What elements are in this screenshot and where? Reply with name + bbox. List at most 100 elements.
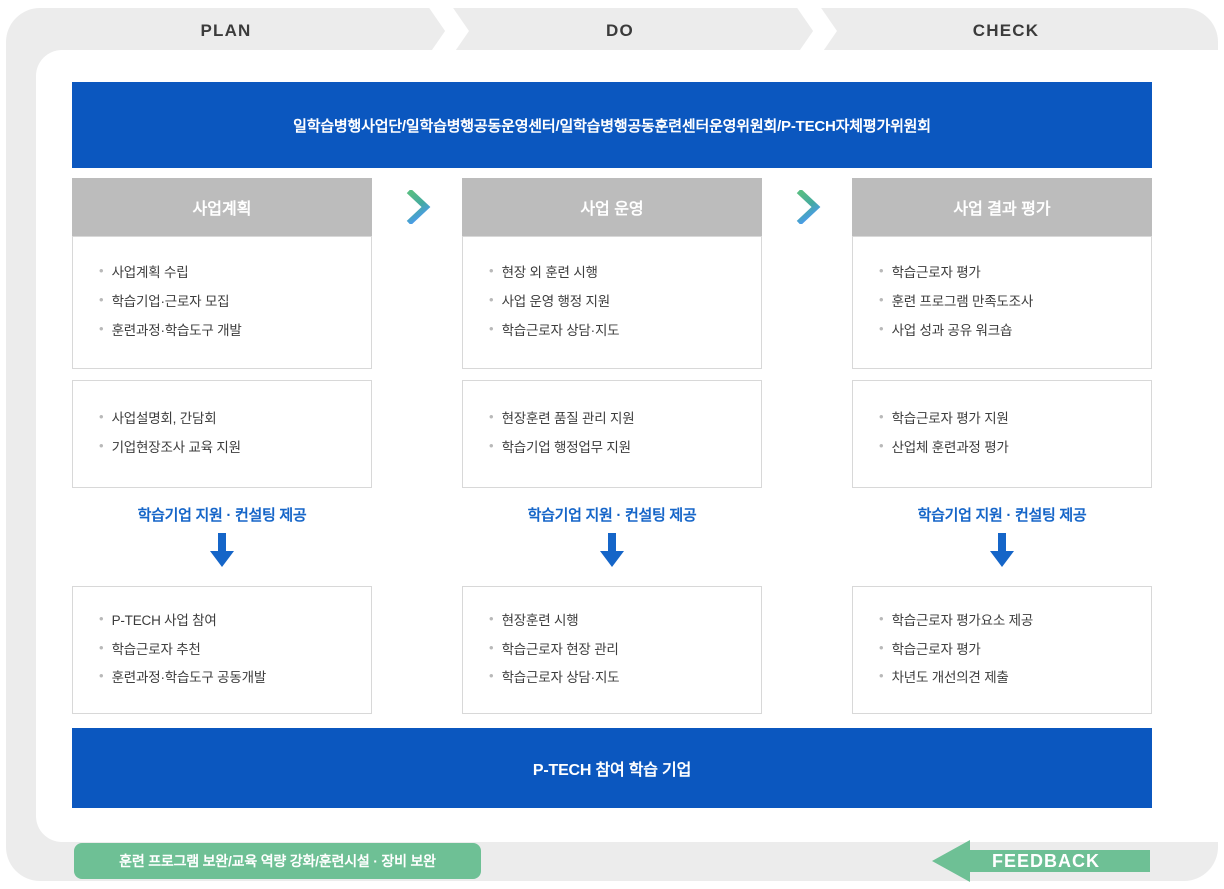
- phase-label-check: CHECK: [972, 21, 1040, 40]
- column-header-check-text: 사업 결과 평가: [953, 201, 1051, 218]
- list-item: • 학습근로자 상담·지도: [489, 668, 761, 689]
- list-item: • P-TECH 사업 참여: [99, 611, 371, 632]
- bullet-icon: •: [489, 610, 494, 626]
- list-item: • 학습근로자 추천: [99, 640, 371, 661]
- phase-label-do: DO: [606, 21, 634, 40]
- list-item: • 학습근로자 평가: [879, 263, 1151, 284]
- list-item: • 훈련과정·학습도구 개발: [99, 321, 371, 342]
- box-check-row2: • 학습근로자 평가 지원 • 산업체 훈련과정 평가: [852, 380, 1152, 488]
- list-item: • 사업계획 수립: [99, 263, 371, 284]
- list-item: • 사업설명회, 간담회: [99, 409, 371, 430]
- bullet-icon: •: [99, 263, 104, 279]
- bullet-icon: •: [879, 438, 884, 453]
- arrow-down-do-icon: [599, 533, 625, 567]
- bullet-icon: •: [489, 438, 494, 453]
- bullet-icon: •: [99, 320, 104, 336]
- participating-company-bar-text: P-TECH 참여 학습 기업: [532, 762, 692, 779]
- box-plan-row2: • 사업설명회, 간담회 • 기업현장조사 교육 지원: [72, 380, 372, 488]
- box-plan-row3: • P-TECH 사업 참여 • 학습근로자 추천 • 훈련과정·학습도구 공동…: [72, 586, 372, 714]
- arrow-down-check-icon: [989, 533, 1015, 567]
- bullet-label: 학습근로자 상담·지도: [501, 670, 620, 686]
- bullet-icon: •: [99, 409, 104, 425]
- list-item: • 학습기업·근로자 모집: [99, 292, 371, 313]
- box-check-row3: • 학습근로자 평가요소 제공 • 학습근로자 평가 • 차년도 개선의견 제출: [852, 586, 1152, 714]
- list-item: • 사업 운영 행정 지원: [489, 292, 761, 313]
- list-item: • 현장 외 훈련 시행: [489, 263, 761, 284]
- bullet-icon: •: [879, 639, 884, 655]
- list-item: • 훈련과정·학습도구 공동개발: [99, 668, 371, 689]
- bullet-label: 기업현장조사 교육 지원: [111, 440, 242, 455]
- bullet-icon: •: [489, 320, 494, 336]
- bullet-label: 학습근로자 현장 관리: [501, 641, 619, 657]
- bullet-label: 사업 성과 공유 워크숍: [891, 322, 1013, 338]
- organization-bar-text: 일학습병행사업단/일학습병행공동운영센터/일학습병행공동훈련센터운영위원회/P-…: [293, 117, 931, 135]
- bullet-label: 사업 운영 행정 지원: [501, 294, 611, 310]
- bullet-label: 훈련과정·학습도구 개발: [111, 322, 242, 338]
- bullet-label: 학습근로자 평가: [891, 641, 981, 657]
- list-item: • 산업체 훈련과정 평가: [879, 438, 1151, 459]
- bullet-icon: •: [879, 409, 884, 425]
- column-header-plan: 사업계획: [72, 178, 372, 236]
- phase-segment-do: DO: [446, 8, 794, 54]
- list-item: • 학습근로자 평가요소 제공: [879, 611, 1151, 632]
- list-item: • 학습근로자 상담·지도: [489, 321, 761, 342]
- column-header-do: 사업 운영: [462, 178, 762, 236]
- bullet-label: 훈련 프로그램 만족도조사: [891, 294, 1034, 310]
- bullet-icon: •: [489, 668, 494, 684]
- phase-label-plan: PLAN: [200, 21, 252, 40]
- bullet-icon: •: [489, 263, 494, 279]
- column-header-check: 사업 결과 평가: [852, 178, 1152, 236]
- box-do-row3: • 현장훈련 시행 • 학습근로자 현장 관리 • 학습근로자 상담·지도: [462, 586, 762, 714]
- bullet-label: 현장훈련 품질 관리 지원: [501, 411, 635, 427]
- consult-label-plan: 학습기업 지원 · 컨설팅 제공: [137, 507, 307, 524]
- arrow-down-plan-icon: [209, 533, 235, 567]
- bullet-label: 학습기업 행정업무 지원: [501, 440, 632, 455]
- bullet-label: 현장훈련 시행: [501, 612, 579, 628]
- list-item: • 학습근로자 현장 관리: [489, 640, 761, 661]
- list-item: • 사업 성과 공유 워크숍: [879, 321, 1151, 342]
- list-item: • 기업현장조사 교육 지원: [99, 438, 371, 459]
- column-header-plan-text: 사업계획: [192, 201, 252, 218]
- box-do-row1: • 현장 외 훈련 시행 • 사업 운영 행정 지원 • 학습근로자 상담·지도: [462, 236, 762, 369]
- bullet-icon: •: [489, 639, 494, 655]
- list-item: • 차년도 개선의견 제출: [879, 668, 1151, 689]
- bullet-label: 학습근로자 평가요소 제공: [891, 612, 1034, 628]
- phase-segment-check: CHECK: [794, 8, 1218, 54]
- bullet-icon: •: [879, 292, 884, 308]
- consult-label-check: 학습기업 지원 · 컨설팅 제공: [917, 507, 1087, 524]
- bullet-icon: •: [99, 639, 104, 655]
- bullet-label: 산업체 훈련과정 평가: [891, 440, 1009, 455]
- feedback-arrow-label: FEEDBACK: [992, 850, 1101, 871]
- bullet-icon: •: [99, 668, 104, 684]
- list-item: • 학습근로자 평가: [879, 640, 1151, 661]
- bullet-icon: •: [879, 320, 884, 336]
- bullet-label: 훈련과정·학습도구 공동개발: [111, 670, 267, 686]
- list-item: • 현장훈련 품질 관리 지원: [489, 409, 761, 430]
- phase-segment-plan: PLAN: [6, 8, 446, 54]
- feedback-pill-text: 훈련 프로그램 보완/교육 역량 강화/훈련시설 · 장비 보완: [119, 853, 436, 869]
- bullet-icon: •: [489, 409, 494, 425]
- box-plan-row1: • 사업계획 수립 • 학습기업·근로자 모집 • 훈련과정·학습도구 개발: [72, 236, 372, 369]
- chevron-right-1-icon: [406, 188, 432, 226]
- bullet-icon: •: [879, 610, 884, 626]
- box-do-row2: • 현장훈련 품질 관리 지원 • 학습기업 행정업무 지원: [462, 380, 762, 488]
- column-header-do-text: 사업 운영: [580, 201, 644, 218]
- list-item: • 현장훈련 시행: [489, 611, 761, 632]
- list-item: • 학습근로자 평가 지원: [879, 409, 1151, 430]
- bullet-icon: •: [99, 438, 104, 453]
- organization-bar: 일학습병행사업단/일학습병행공동운영센터/일학습병행공동훈련센터운영위원회/P-…: [72, 82, 1152, 168]
- box-check-row1: • 학습근로자 평가 • 훈련 프로그램 만족도조사 • 사업 성과 공유 워크…: [852, 236, 1152, 369]
- bullet-label: 학습기업·근로자 모집: [111, 294, 230, 310]
- bullet-label: 학습근로자 상담·지도: [501, 322, 620, 338]
- list-item: • 훈련 프로그램 만족도조사: [879, 292, 1151, 313]
- list-item: • 학습기업 행정업무 지원: [489, 438, 761, 459]
- bullet-icon: •: [99, 292, 104, 308]
- bullet-icon: •: [99, 610, 104, 626]
- bullet-icon: •: [879, 263, 884, 279]
- phase-band: PLAN DO CHECK: [6, 8, 1218, 54]
- bullet-label: P-TECH 사업 참여: [111, 612, 217, 628]
- bullet-icon: •: [489, 292, 494, 308]
- bullet-label: 사업계획 수립: [111, 265, 189, 281]
- bullet-icon: •: [879, 668, 884, 684]
